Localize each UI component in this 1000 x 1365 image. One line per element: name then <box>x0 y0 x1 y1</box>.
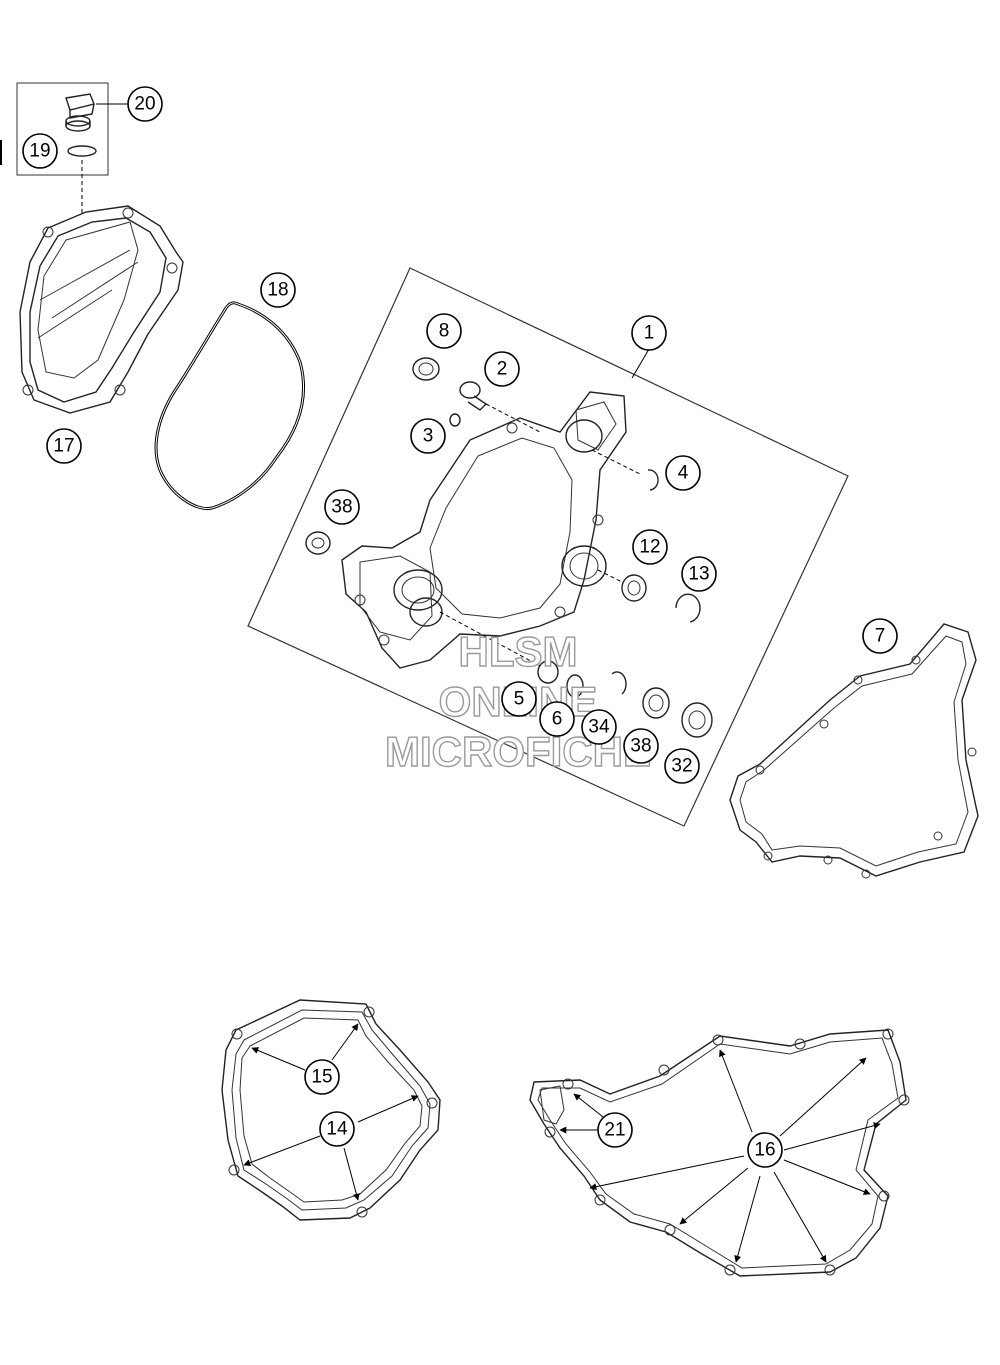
callout-2: 2 <box>484 351 520 387</box>
svg-text:15: 15 <box>311 1067 332 1088</box>
svg-text:38: 38 <box>630 736 651 757</box>
o-ring-3 <box>449 413 461 427</box>
callout-5: 5 <box>501 681 537 717</box>
circlip-13 <box>675 593 701 623</box>
svg-text:16: 16 <box>754 1140 775 1161</box>
oil-filler-plug <box>65 93 95 132</box>
bearing-32 <box>681 702 713 738</box>
svg-text:32: 32 <box>671 756 692 777</box>
svg-text:13: 13 <box>688 564 709 585</box>
callout-13: 13 <box>681 556 717 592</box>
callout-12: 12 <box>632 529 668 565</box>
ignition-cover-gasket <box>529 1028 910 1277</box>
svg-text:6: 6 <box>552 709 563 730</box>
circlip-34 <box>611 671 627 695</box>
o-ring <box>67 145 97 157</box>
svg-text:7: 7 <box>875 626 886 647</box>
cover-gasket <box>154 301 306 511</box>
svg-text:34: 34 <box>588 717 610 738</box>
callout-14: 14 <box>319 1111 355 1147</box>
callout-7: 7 <box>862 618 898 654</box>
svg-text:5: 5 <box>514 689 525 710</box>
callout-16: 16 <box>747 1132 783 1168</box>
callout-38-a: 38 <box>324 489 360 525</box>
callout-18: 18 <box>260 272 296 308</box>
svg-text:3: 3 <box>423 426 434 447</box>
callout-20: 20 <box>96 86 163 122</box>
circlip-4 <box>591 449 659 491</box>
seal-38a <box>305 531 331 555</box>
svg-text:17: 17 <box>53 436 74 457</box>
svg-text:8: 8 <box>439 321 450 342</box>
svg-text:21: 21 <box>604 1120 625 1141</box>
leader-arrows-14-15 <box>243 1023 419 1201</box>
callout-38-b: 38 <box>623 728 659 764</box>
svg-text:38: 38 <box>331 497 352 518</box>
gasket-7 <box>729 623 979 879</box>
svg-text:19: 19 <box>29 141 50 162</box>
bolt-2 <box>459 381 541 433</box>
svg-text:1: 1 <box>644 323 655 344</box>
oil-plug-inset <box>16 82 109 215</box>
bearing-12 <box>597 569 647 602</box>
callout-15: 15 <box>304 1059 340 1095</box>
svg-text:4: 4 <box>678 463 689 484</box>
svg-text:18: 18 <box>267 280 288 301</box>
callout-8: 8 <box>426 313 462 349</box>
callout-1: 1 <box>631 315 667 351</box>
callout-6: 6 <box>539 701 575 737</box>
svg-text:14: 14 <box>326 1119 348 1140</box>
leader-arrows-16-21 <box>559 1049 881 1263</box>
svg-text:2: 2 <box>497 359 508 380</box>
seal-5 <box>439 611 559 684</box>
callout-21: 21 <box>597 1112 633 1148</box>
assembly-frame <box>247 267 849 827</box>
ring-6 <box>566 674 584 698</box>
callout-34: 34 <box>581 709 617 745</box>
svg-text:12: 12 <box>639 537 660 558</box>
callout-19: 19 <box>22 133 58 169</box>
clutch-cover-gasket-set <box>221 999 441 1221</box>
callout-4: 4 <box>665 455 701 491</box>
svg-text:20: 20 <box>134 94 155 115</box>
callout-32: 32 <box>664 748 700 784</box>
watermark-line-1: HLSM <box>459 628 578 675</box>
callout-3: 3 <box>410 418 446 454</box>
clutch-cover <box>19 205 184 414</box>
seal-38b <box>642 687 670 719</box>
clutch-housing <box>341 391 627 669</box>
callout-17: 17 <box>46 428 82 464</box>
seal-8 <box>412 357 440 381</box>
